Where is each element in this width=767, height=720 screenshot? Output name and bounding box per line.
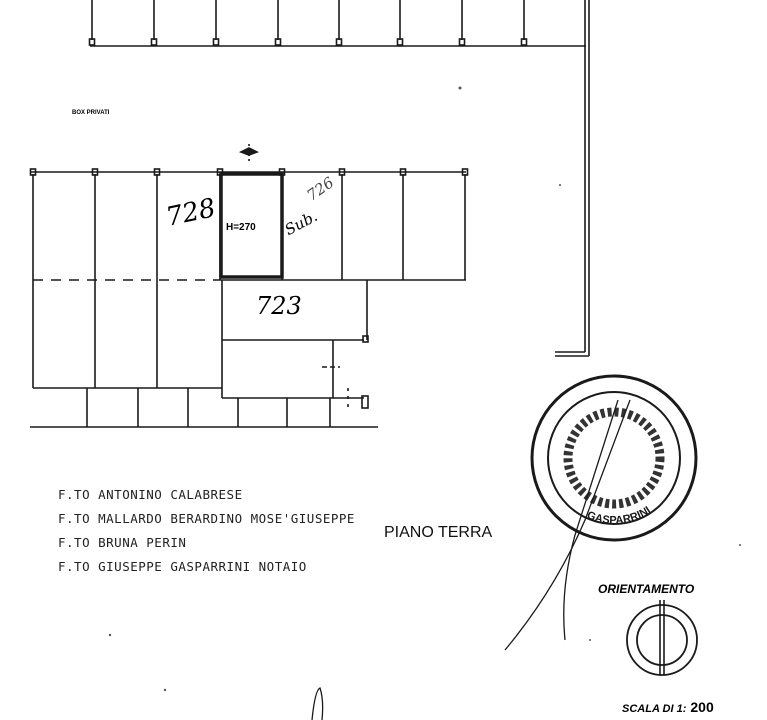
scale-prefix: SCALA DI 1: bbox=[622, 703, 687, 715]
signature-line: F.TO GIUSEPPE GASPARRINI NOTAIO bbox=[58, 559, 307, 574]
svg-text:GASPARRINI: GASPARRINI bbox=[585, 504, 653, 526]
signature-line: F.TO ANTONINO CALABRESE bbox=[58, 487, 243, 502]
right-wall bbox=[555, 0, 590, 357]
box-h270 bbox=[219, 172, 284, 279]
handwritten-signature bbox=[311, 399, 631, 720]
entrance-arrow-icon bbox=[239, 144, 259, 162]
height-label: H=270 bbox=[226, 222, 256, 233]
pillar bbox=[335, 38, 343, 46]
orientation-compass-icon bbox=[626, 600, 698, 676]
pillar bbox=[88, 38, 96, 46]
notary-seal: GASPARRINI bbox=[530, 374, 698, 542]
orientation-label: ORIENTAMENTO bbox=[598, 582, 695, 596]
scale-label: SCALA DI 1: 200 bbox=[622, 699, 714, 717]
pillar bbox=[338, 168, 346, 176]
pillar bbox=[396, 38, 404, 46]
pillar bbox=[399, 168, 407, 176]
scan-specks bbox=[108, 86, 741, 692]
unit-723-label: 723 bbox=[256, 292, 302, 320]
signature-line: F.TO BRUNA PERIN bbox=[58, 535, 187, 550]
middle-box-row bbox=[29, 168, 469, 428]
pillar bbox=[91, 168, 99, 176]
seal-text: GASPARRINI bbox=[585, 504, 653, 526]
pillar bbox=[150, 38, 158, 46]
pillar bbox=[212, 38, 220, 46]
floor-title: PIANO TERRA bbox=[384, 524, 493, 541]
box-label: BOX PRIVATI bbox=[72, 110, 110, 116]
scale-value: 200 bbox=[690, 699, 714, 715]
pillar bbox=[458, 38, 466, 46]
top-box-row bbox=[88, 0, 586, 47]
pillar bbox=[274, 38, 282, 46]
pillar bbox=[461, 168, 469, 176]
pillar bbox=[29, 168, 37, 176]
pillar bbox=[153, 168, 161, 176]
signature-line: F.TO MALLARDO BERARDINO MOSE'GIUSEPPE bbox=[58, 511, 355, 526]
pillar bbox=[520, 38, 528, 46]
